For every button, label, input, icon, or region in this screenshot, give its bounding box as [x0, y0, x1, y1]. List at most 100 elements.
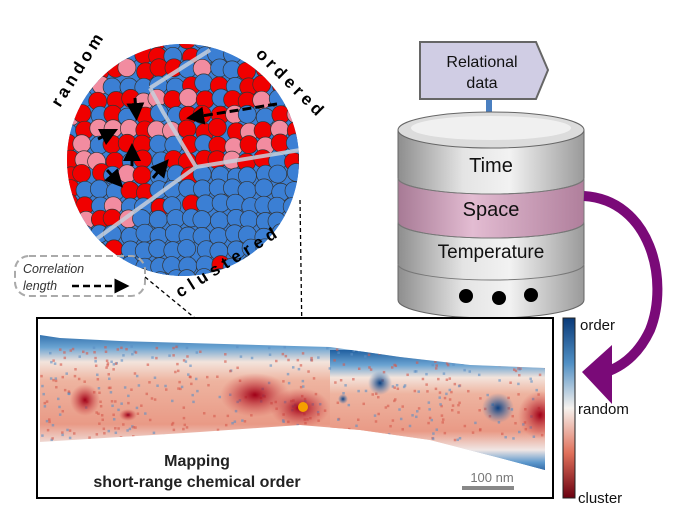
atom — [177, 269, 197, 276]
map-speckle — [145, 392, 149, 396]
map-speckle — [518, 430, 521, 434]
map-speckle — [165, 388, 168, 391]
map-speckle — [218, 395, 222, 399]
map-speckle — [243, 420, 247, 423]
map-speckle — [59, 363, 63, 366]
scale-bar-label: 100 nm — [470, 470, 513, 485]
map-speckle — [112, 368, 115, 371]
map-speckle — [486, 393, 489, 397]
map-speckle — [82, 350, 85, 354]
correlation-label-2: length — [23, 279, 57, 293]
atom — [91, 271, 110, 276]
map-speckle — [434, 367, 438, 370]
map-speckle — [110, 400, 114, 403]
map-speckle — [148, 418, 152, 422]
map-speckle — [187, 373, 190, 376]
map-speckle — [72, 432, 76, 435]
map-speckle — [421, 377, 425, 381]
map-speckle — [504, 435, 507, 439]
map-speckle — [511, 414, 514, 418]
map-speckle — [106, 364, 109, 367]
map-speckle — [326, 346, 329, 350]
map-speckle — [408, 424, 412, 428]
map-speckle — [501, 432, 504, 436]
map-speckle — [130, 388, 133, 391]
map-speckle — [153, 398, 157, 401]
map-speckle — [403, 384, 407, 387]
map-speckle — [445, 378, 449, 382]
map-speckle — [66, 428, 69, 432]
map-speckle — [377, 395, 380, 399]
map-speckle — [83, 380, 86, 383]
map-speckle — [40, 374, 43, 378]
map-speckle — [123, 386, 127, 389]
map-speckle — [120, 402, 123, 405]
map-speckle — [150, 397, 154, 400]
map-speckle — [132, 426, 135, 429]
map-speckle — [393, 386, 396, 389]
map-speckle — [269, 364, 273, 367]
map-speckle — [398, 408, 401, 411]
map-speckle — [105, 359, 109, 363]
atom — [207, 118, 227, 137]
map-speckle — [99, 400, 102, 404]
map-speckle — [49, 377, 53, 380]
map-speckle — [509, 381, 512, 384]
map-speckle — [474, 421, 477, 425]
map-speckle — [333, 359, 336, 362]
map-speckle — [350, 353, 353, 356]
atom — [286, 211, 299, 231]
map-speckle — [135, 406, 139, 410]
map-speckle — [337, 351, 340, 354]
map-speckle — [109, 386, 112, 390]
map-speckle — [334, 381, 337, 384]
map-speckle — [43, 405, 47, 408]
map-speckle — [171, 399, 174, 403]
map-speckle — [127, 394, 130, 398]
atom — [75, 224, 94, 244]
atom — [67, 44, 79, 50]
map-speckle — [297, 367, 301, 371]
map-speckle — [301, 352, 305, 355]
map-speckle — [286, 372, 290, 376]
map-speckle — [189, 364, 192, 368]
map-speckle — [498, 379, 501, 382]
map-speckle — [128, 427, 132, 431]
map-speckle — [224, 360, 227, 363]
colorbar: order random cluster — [562, 317, 629, 507]
map-speckle — [518, 373, 521, 377]
atom — [286, 104, 299, 124]
map-speckle — [97, 412, 100, 416]
map-speckle — [386, 404, 390, 408]
layer-time: Time — [469, 155, 513, 177]
map-speckle — [394, 364, 398, 368]
map-speckle — [148, 381, 151, 384]
map-speckle — [51, 437, 54, 440]
map-speckle — [58, 405, 61, 409]
map-speckle — [517, 382, 520, 386]
atom — [282, 256, 299, 276]
atom — [301, 31, 319, 49]
map-speckle — [54, 377, 58, 380]
atom — [269, 257, 288, 276]
sign-pole — [486, 98, 492, 120]
atom — [256, 270, 276, 276]
map-speckle — [479, 397, 482, 400]
map-speckle — [155, 356, 158, 360]
map-speckle — [101, 418, 104, 422]
region-dividers — [93, 48, 299, 242]
atom — [194, 73, 214, 93]
map-speckle — [307, 370, 310, 373]
map-speckle — [137, 384, 141, 387]
map-speckle — [155, 346, 159, 350]
map-speckle — [287, 358, 290, 362]
map-title-line-1: Mapping — [164, 453, 230, 470]
map-speckle — [434, 360, 437, 363]
map-speckle — [477, 373, 481, 377]
atom — [239, 135, 259, 154]
map-speckle — [413, 389, 417, 393]
map-speckle — [371, 393, 374, 396]
map-speckle — [425, 372, 428, 376]
map-speckle — [216, 375, 219, 379]
map-speckle — [127, 401, 130, 405]
